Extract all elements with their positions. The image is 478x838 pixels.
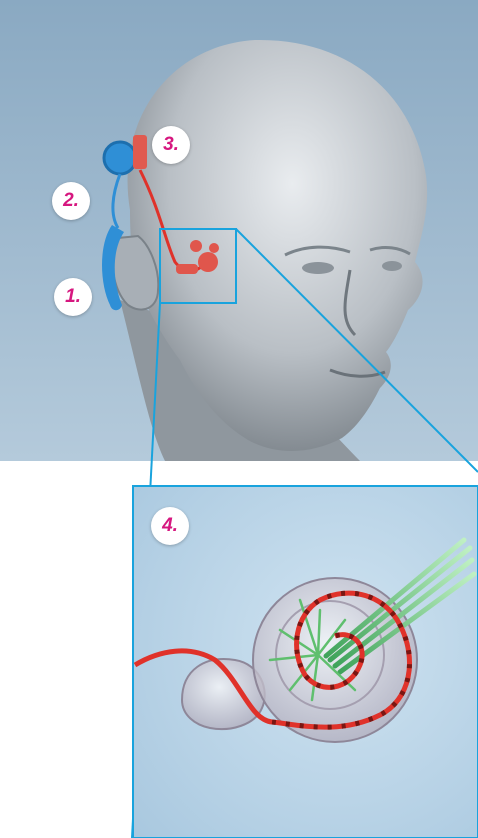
label-implant-2: 2. <box>52 182 90 220</box>
receiver-stimulator <box>133 135 147 169</box>
head-panel <box>0 0 478 461</box>
label-implant-1: 1. <box>54 278 92 316</box>
label-cochlea-4: 4. <box>151 507 189 545</box>
cochlea-inset <box>133 486 478 838</box>
label-implant-3: 3. <box>152 126 190 164</box>
transmitter-coil <box>104 142 136 174</box>
